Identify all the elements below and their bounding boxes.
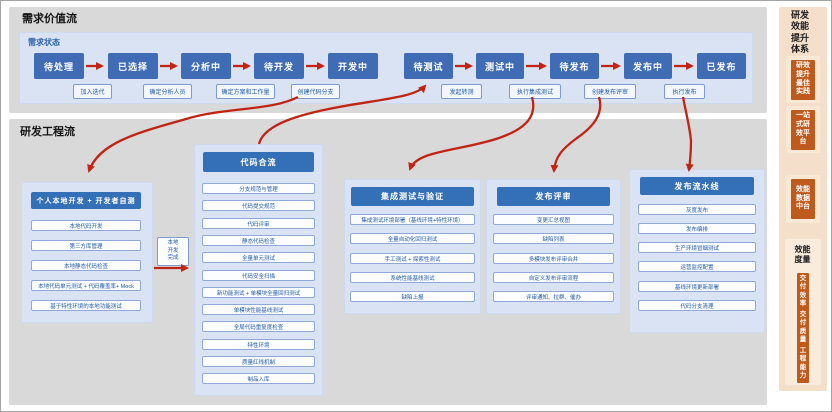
integration-item: 缺陷上报: [350, 291, 475, 302]
code-merge-item: 代码安全扫描: [202, 270, 315, 281]
demand-section-title: 需求价值流: [22, 13, 77, 25]
release-pipeline-item: 灰度发布: [638, 204, 756, 215]
measure-block-engineering-capability: 工程能力: [797, 345, 809, 383]
action-assign-analyst: 确定分析人员: [143, 84, 192, 99]
panel-integration-test-title: 集成测试与验证: [351, 187, 474, 206]
code-merge-item: 代码评审: [202, 218, 315, 229]
code-merge-item: 特性环境: [202, 339, 315, 350]
release-pipeline-item: 代码分支清理: [638, 300, 756, 311]
action-join-iteration: 加入迭代: [73, 84, 112, 99]
state-to-test: 待测试: [404, 53, 453, 79]
demand-status-label: 需求状态: [28, 38, 60, 47]
release-review-item: 多模块发布评审合并: [493, 253, 614, 264]
measure-block-label: 交付质量: [799, 311, 807, 344]
measurement-title: 效能度量: [794, 245, 811, 265]
state-released: 已发布: [697, 53, 746, 79]
code-merge-item: 代码提交规范: [202, 200, 315, 211]
local-dev-item: 本地代码开发: [31, 220, 141, 231]
local-dev-item: 基于特性环境的本地功能测试: [31, 300, 141, 311]
integration-item: 系统性能基线测试: [350, 272, 475, 283]
action-create-review: 创建发布评审: [584, 84, 636, 99]
action-execute-release: 执行发布: [664, 84, 705, 99]
action-start-test-transfer: 发起转测: [441, 84, 482, 99]
engineering-section-title: 研发工程流: [20, 126, 75, 138]
sidebar-block-best-practice: 研效提升最佳实践: [791, 59, 815, 100]
release-review-item: 变更汇总视图: [493, 214, 614, 225]
release-pipeline-item: 运营监控配置: [638, 261, 756, 272]
measure-block-label: 交付效率: [799, 275, 807, 308]
state-pending: 待处理: [34, 53, 84, 79]
sidebar-title-text: 研发效能提升体系: [790, 10, 809, 54]
state-to-release: 待发布: [550, 53, 599, 79]
integration-item: 全量自动化回归测试: [350, 233, 475, 244]
panel-release-review-title: 发布评审: [497, 187, 610, 206]
code-merge-item: 新功能测试 + 单模块全量回归测试: [202, 287, 315, 298]
state-analyzing: 分析中: [181, 53, 231, 79]
integration-item: 手工测试 + 探索性测试: [350, 253, 475, 264]
state-releasing: 发布中: [624, 53, 672, 79]
sidebar-card: 研效提升最佳实践: [786, 56, 820, 103]
measure-block-label: 工程能力: [799, 347, 807, 380]
code-merge-item: 全局代码重复度检查: [202, 321, 315, 332]
action-define-plan: 确定方案和工作量: [216, 84, 275, 99]
code-merge-item: 单模块性能基线测试: [202, 304, 315, 315]
action-run-integration: 执行集成测试: [509, 84, 561, 99]
sidebar-block-data-platform: 效能数据中台: [791, 179, 815, 219]
measure-block-delivery-efficiency: 交付效率: [797, 273, 809, 311]
sidebar-card: 效能数据中台: [786, 175, 820, 223]
local-done-label: 本地开发完成: [167, 240, 179, 262]
local-dev-item: 本地代码单元测试 + 代码覆盖率+ Mock: [31, 280, 141, 291]
sidebar-block-label: 研效提升最佳实践: [796, 62, 810, 96]
state-selected: 已选择: [108, 53, 158, 79]
sidebar-block-platform: 一站式研效平台: [791, 109, 815, 150]
release-review-item: 评审通知、拉群、催办: [493, 291, 614, 302]
panel-code-merge-title: 代码合流: [203, 152, 314, 172]
measure-block-delivery-quality: 交付质量: [797, 309, 809, 347]
sidebar-title: 研发效能提升体系: [790, 10, 810, 55]
release-review-item: 自定义发布评审流程: [493, 272, 614, 283]
local-dev-item: 第三方库管理: [31, 240, 141, 251]
local-dev-item: 本地静态代码检查: [31, 260, 141, 271]
code-merge-item: 分支规范与管理: [202, 183, 315, 194]
integration-item: 集成测试环境部署（基线环境+特性环境）: [350, 214, 475, 225]
sidebar-block-label: 一站式研效平台: [796, 112, 810, 146]
code-merge-item: 静态代码检查: [202, 235, 315, 246]
release-pipeline-item: 基线环境更新部署: [638, 281, 756, 292]
code-merge-item: 质量红线机制: [202, 356, 315, 367]
measurement-title-text: 效能度量: [794, 245, 811, 264]
release-pipeline-item: 生产环境冒烟测试: [638, 242, 756, 253]
action-create-branch: 创建代码分支: [291, 84, 340, 99]
release-review-item: 缺陷列表: [493, 233, 614, 244]
local-done-box: 本地开发完成: [157, 237, 189, 266]
sidebar-block-label: 效能数据中台: [796, 185, 810, 211]
release-pipeline-item: 发布编排: [638, 223, 756, 234]
code-merge-item: 制品入库: [202, 373, 315, 384]
state-testing: 测试中: [476, 53, 524, 79]
panel-release-pipeline-title: 发布流水线: [640, 177, 754, 195]
code-merge-item: 全量单元测试: [202, 252, 315, 263]
panel-local-dev-title: 个人本地开发 + 开发者自测: [31, 192, 141, 209]
sidebar-card: 一站式研效平台: [786, 106, 820, 153]
state-developing: 开发中: [328, 53, 378, 79]
state-to-develop: 待开发: [254, 53, 304, 79]
